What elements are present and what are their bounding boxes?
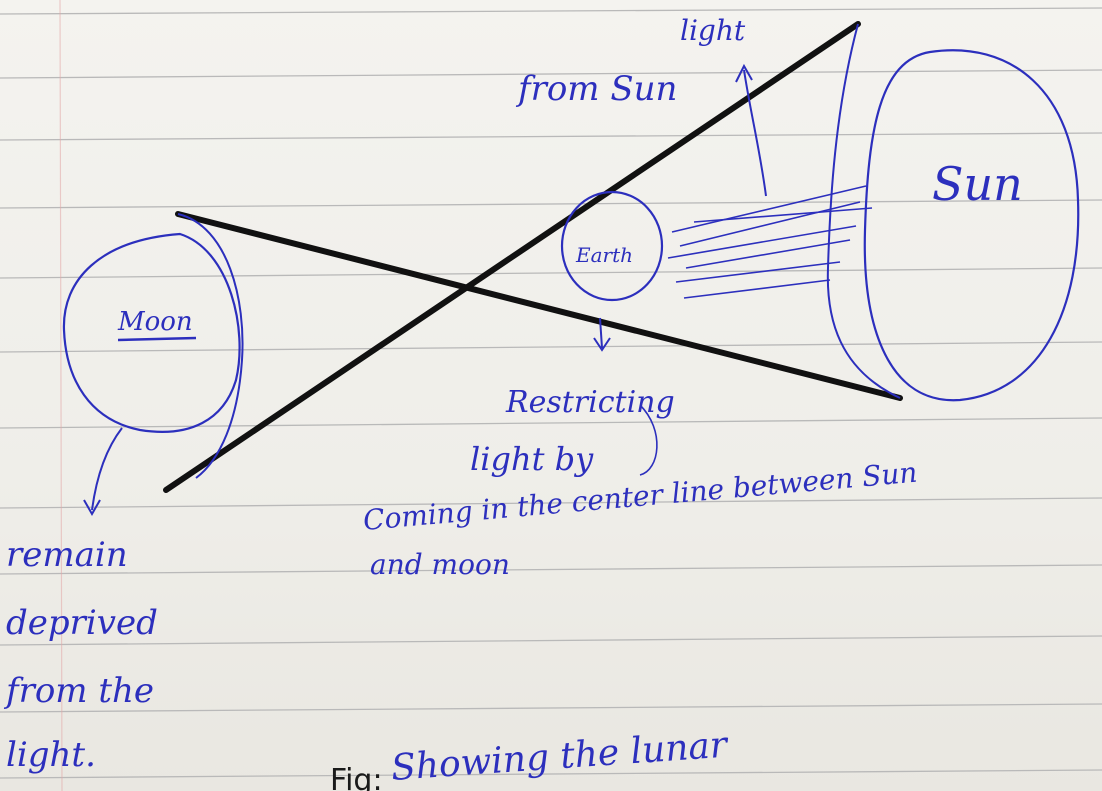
earth-label: Earth <box>575 243 633 267</box>
margin-line <box>59 0 63 791</box>
moon-circle <box>62 232 241 433</box>
upper-cone-line <box>175 211 903 401</box>
fig-prefix: Fig: <box>330 763 383 791</box>
remain-line2: deprived <box>6 603 158 643</box>
lower-cone-line <box>163 21 861 493</box>
remain-line4: light. <box>6 735 96 775</box>
earth-circle <box>560 190 664 302</box>
restricting-line3: Coming in the center line between Sun <box>362 456 919 537</box>
light-from-sun-line1: light <box>680 14 746 47</box>
restricting-line1: Restricting <box>505 385 675 420</box>
light-arrow <box>735 63 767 197</box>
ruled-lines <box>0 7 1102 779</box>
restricting-line2: light by <box>470 440 594 478</box>
shadow-cone-lines <box>163 21 903 493</box>
remain-line3: from the <box>3 671 154 711</box>
earth-down-arrow <box>593 317 611 352</box>
fig-caption: Showing the lunar <box>390 724 730 788</box>
light-rays <box>667 185 873 299</box>
moon-underline <box>117 336 197 342</box>
moon-label: Moon <box>117 307 193 337</box>
sun-label: Sun <box>932 157 1023 211</box>
sun-circle <box>863 49 1080 402</box>
moon-remain-arrow <box>83 427 123 517</box>
remain-line1: remain <box>6 535 128 575</box>
restricting-connector <box>639 404 658 476</box>
moon-shadow-arc <box>177 213 244 479</box>
restricting-line4: and moon <box>370 548 510 581</box>
sun-light-cone <box>826 23 901 399</box>
light-from-sun-line2: from Sun <box>515 69 677 109</box>
